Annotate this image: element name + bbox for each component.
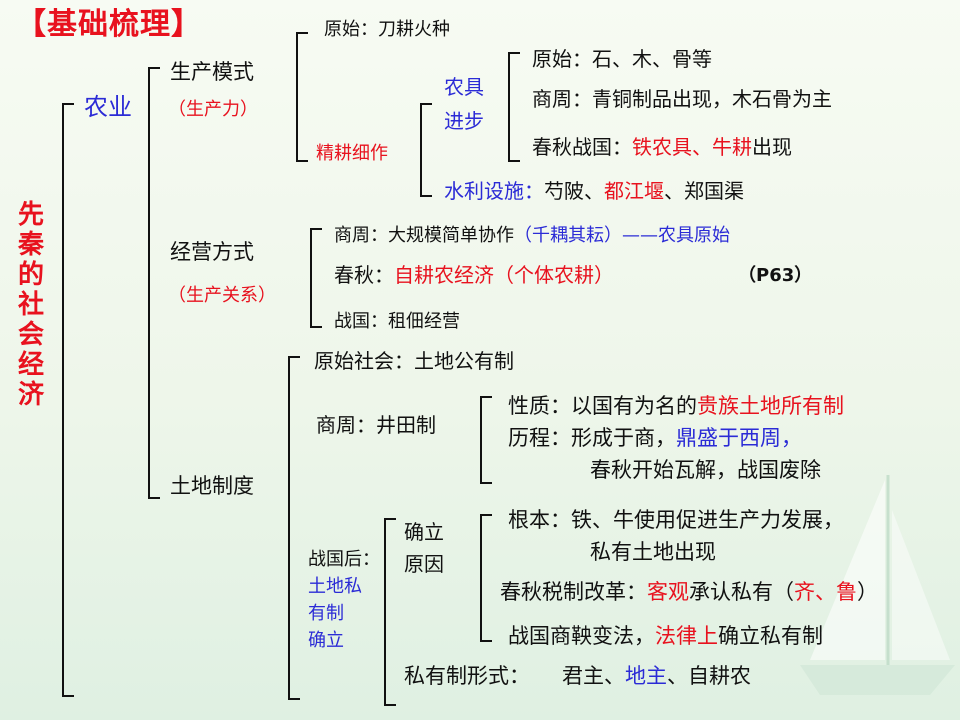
tools-label-1: 农具 (444, 75, 484, 99)
business-sub-label: （生产关系） (168, 285, 276, 306)
bracket-jingtian (480, 396, 492, 484)
after-warring-states: 战国后： 土地私 有制 确立 (308, 549, 380, 651)
page-title: 【基础梳理】 (16, 7, 202, 42)
tools-spring-autumn: 春秋战国：铁农具、牛耕出现 (532, 135, 792, 159)
reason-root-1: 根本：铁、牛使用促进生产力发展， (508, 508, 844, 532)
bracket-land (288, 356, 300, 700)
tools-shangzhou: 商周：青铜制品出现，木石骨为主 (532, 87, 832, 111)
water-facilities: 水利设施：芍陂、都江堰、郑国渠 (444, 179, 744, 203)
tools-label-2: 进步 (444, 109, 484, 133)
bracket-reason (480, 514, 492, 642)
mode-label: 生产模式 (170, 60, 254, 84)
mode-fine-farming: 精耕细作 (316, 143, 388, 164)
agriculture-label: 农业 (84, 93, 132, 121)
land-history-2: 春秋开始瓦解，战国废除 (590, 458, 821, 482)
bracket-after (384, 518, 396, 706)
private-forms-values: 君主、地主、自耕农 (562, 664, 751, 688)
mode-sub-label: （生产力） (168, 99, 258, 120)
bracket-agriculture (148, 67, 160, 499)
business-chunqiu: 春秋：自耕农经济（个体农耕） (334, 263, 614, 287)
land-nature: 性质：以国有为名的贵族土地所有制 (508, 394, 844, 418)
bracket-business (310, 228, 322, 328)
reason-root-2: 私有土地出现 (590, 540, 716, 564)
bracket-mode (296, 32, 308, 162)
land-label: 土地制度 (170, 474, 254, 498)
bracket-root (62, 103, 74, 697)
bracket-tools (508, 52, 520, 162)
private-forms: 私有制形式： (404, 664, 530, 688)
reason-label: 确立 原因 (404, 520, 444, 576)
business-zhanguo: 战国：租佃经营 (334, 311, 460, 332)
business-label: 经营方式 (170, 240, 254, 264)
land-jingtian: 商周：井田制 (316, 413, 436, 437)
tools-primitive: 原始：石、木、骨等 (532, 47, 712, 71)
business-page-ref: （P63） (738, 265, 813, 286)
bracket-fine (420, 103, 432, 197)
land-history: 历程：形成于商，鼎盛于西周， (508, 426, 802, 450)
reason-shang-yang: 战国商鞅变法，法律上确立私有制 (508, 624, 823, 648)
business-shangzhou: 商周：大规模简单协作（千耦其耘）——农具原始 (334, 225, 730, 246)
reason-tax-reform: 春秋税制改革：客观承认私有（齐、鲁） (500, 580, 878, 604)
mode-primitive: 原始：刀耕火种 (324, 19, 450, 40)
root-topic-label: 先 秦 的 社 会 经 济 (18, 200, 45, 410)
land-primitive: 原始社会：土地公有制 (314, 349, 514, 373)
